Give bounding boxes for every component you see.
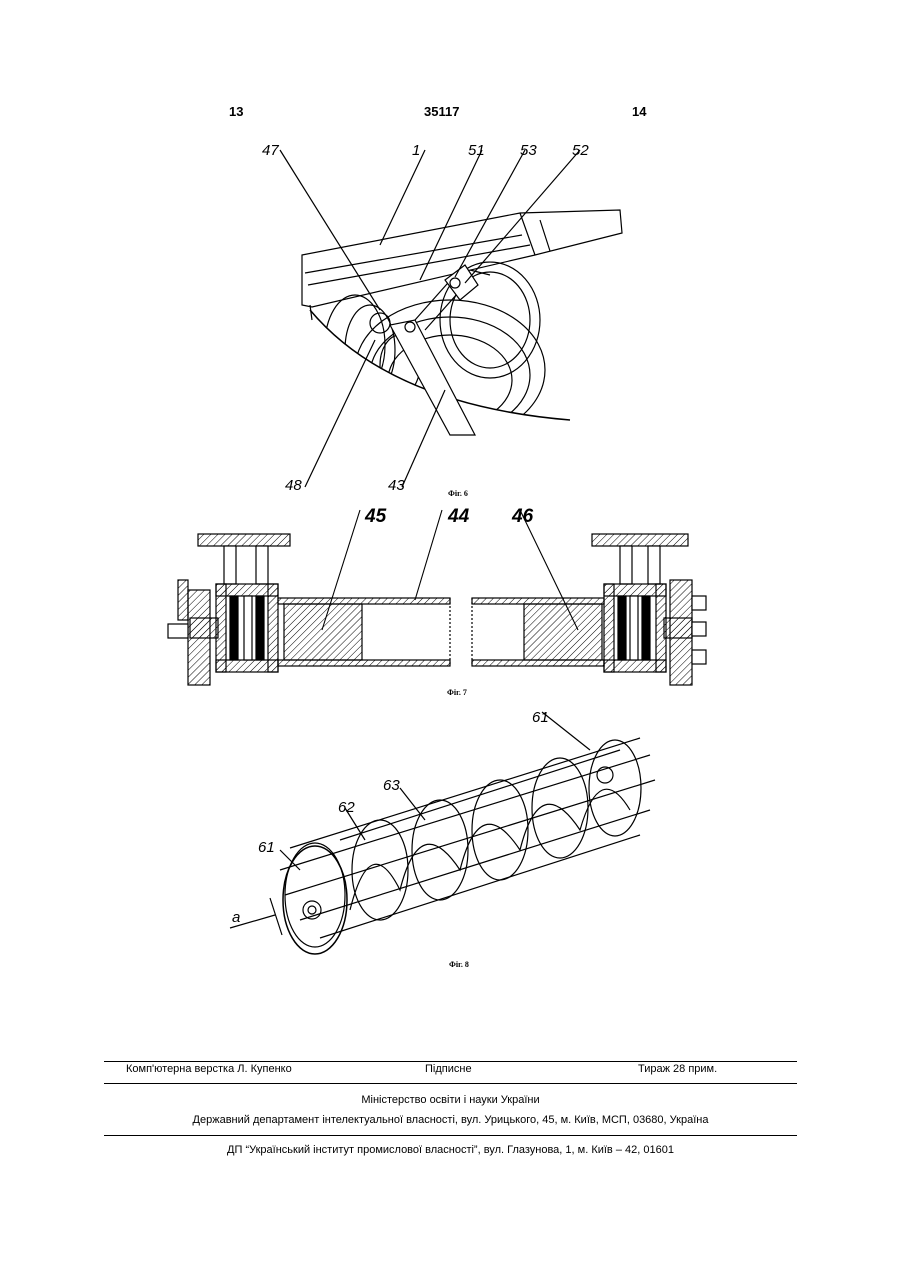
label-47: 47	[262, 142, 279, 159]
patent-number: 35117	[424, 104, 459, 119]
label-63: 63	[383, 777, 400, 794]
figure-6-drawing: 47 1 51 53 52 48 43	[250, 135, 650, 495]
institute-text: ДП “Український інститут промислової вла…	[0, 1144, 901, 1156]
figure-7-drawing: 45 44 46	[160, 500, 720, 690]
department-text: Державний департамент інтелектуальної вл…	[0, 1114, 901, 1126]
page-number-left: 13	[229, 104, 243, 119]
label-51: 51	[468, 142, 485, 159]
figure-8-drawing: 61 63 62 61 a	[220, 700, 680, 960]
label-61-top: 61	[532, 709, 549, 726]
label-62: 62	[338, 799, 355, 816]
signed-text: Підписне	[425, 1063, 472, 1075]
label-46: 46	[511, 506, 534, 527]
figure-8-caption: Фіг. 8	[449, 960, 469, 969]
label-a: a	[232, 909, 240, 926]
label-43: 43	[388, 477, 405, 494]
label-1: 1	[412, 142, 420, 159]
label-61-left: 61	[258, 839, 275, 856]
circulation-text: Тираж 28 прим.	[638, 1063, 717, 1075]
label-45: 45	[364, 506, 387, 527]
layout-credit: Комп'ютерна верстка Л. Купенко	[126, 1063, 292, 1075]
footer-rule-middle	[104, 1083, 797, 1084]
figure-7-caption: Фіг. 7	[447, 688, 467, 697]
label-52: 52	[572, 142, 589, 159]
ministry-text: Міністерство освіти і науки України	[0, 1094, 901, 1106]
page-number-right: 14	[632, 104, 646, 119]
label-53: 53	[520, 142, 537, 159]
figure-6-caption: Фіг. 6	[448, 489, 468, 498]
footer-rule-top	[104, 1061, 797, 1062]
label-44: 44	[447, 506, 470, 527]
footer-rule-bottom	[104, 1135, 797, 1136]
label-48: 48	[285, 477, 302, 494]
